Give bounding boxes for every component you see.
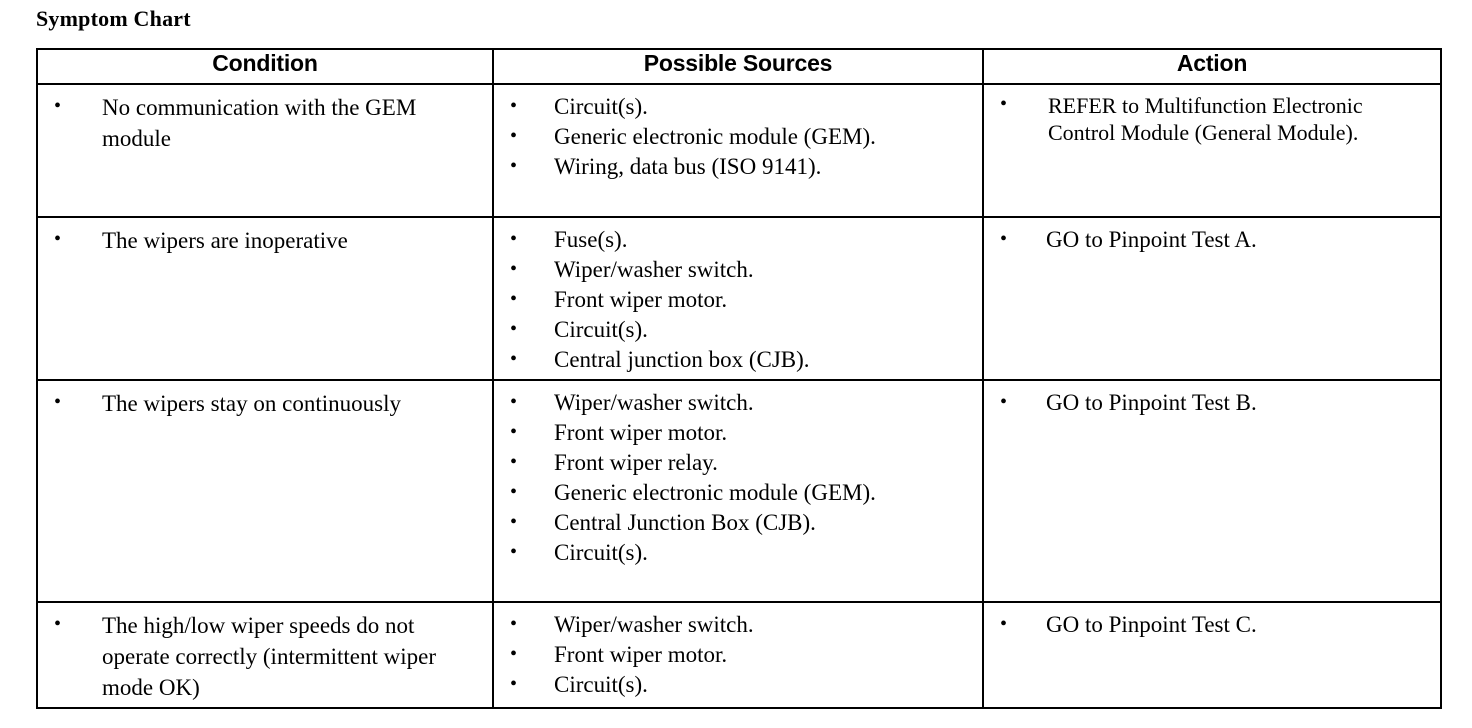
list-item: GO to Pinpoint Test C. [992,609,1432,640]
list-item: Wiper/washer switch. [502,254,974,285]
column-header-action: Action [982,48,1442,85]
list-item: The wipers are inoperative [46,224,484,256]
action-list: GO to Pinpoint Test C. [992,609,1432,640]
action-list: REFER to Multifunction Electronic Contro… [992,91,1432,146]
table-header: Condition Possible Sources Action [36,48,1442,85]
table-row: No communication with the GEM module Cir… [36,83,1442,218]
condition-list: The wipers are inoperative [46,224,484,256]
column-header-condition: Condition [36,48,494,85]
cell-action: GO to Pinpoint Test C. [982,601,1442,709]
cell-condition: The wipers stay on continuously [36,379,494,603]
list-item: Fuse(s). [502,224,974,255]
list-item: Circuit(s). [502,669,974,700]
table-row: The wipers stay on continuously Wiper/wa… [36,379,1442,603]
list-item: No communication with the GEM module [46,91,484,154]
list-item: Front wiper motor. [502,284,974,315]
symptom-chart-table: Condition Possible Sources Action No com… [36,48,1442,709]
list-item: Wiring, data bus (ISO 9141). [502,151,974,182]
table-row: The high/low wiper speeds do not operate… [36,601,1442,709]
sources-list: Circuit(s). Generic electronic module (G… [502,91,974,182]
list-item: The wipers stay on continuously [46,387,484,419]
list-item: Front wiper motor. [502,639,974,670]
sources-list: Wiper/washer switch. Front wiper motor. … [502,387,974,568]
action-list: GO to Pinpoint Test B. [992,387,1432,418]
list-item: Circuit(s). [502,91,974,122]
cell-possible-sources: Wiper/washer switch. Front wiper motor. … [492,379,984,603]
list-item: Circuit(s). [502,537,974,568]
list-item: Central Junction Box (CJB). [502,507,974,538]
list-item: REFER to Multifunction Electronic Contro… [992,91,1432,146]
cell-action: GO to Pinpoint Test B. [982,379,1442,603]
table-body: No communication with the GEM module Cir… [36,83,1442,709]
list-item: Generic electronic module (GEM). [502,121,974,152]
list-item: Circuit(s). [502,314,974,345]
list-item: GO to Pinpoint Test B. [992,387,1432,418]
list-item: Central junction box (CJB). [502,344,974,375]
condition-list: The wipers stay on continuously [46,387,484,419]
cell-action: GO to Pinpoint Test A. [982,216,1442,381]
action-list: GO to Pinpoint Test A. [992,224,1432,255]
cell-condition: The high/low wiper speeds do not operate… [36,601,494,709]
page-title: Symptom Chart [36,6,191,31]
list-item: Wiper/washer switch. [502,387,974,418]
list-item: GO to Pinpoint Test A. [992,224,1432,255]
list-item: Front wiper relay. [502,447,974,478]
sources-list: Fuse(s). Wiper/washer switch. Front wipe… [502,224,974,375]
list-item: Wiper/washer switch. [502,609,974,640]
cell-possible-sources: Circuit(s). Generic electronic module (G… [492,83,984,218]
table-row: The wipers are inoperative Fuse(s). Wipe… [36,216,1442,381]
sources-list: Wiper/washer switch. Front wiper motor. … [502,609,974,700]
list-item: Generic electronic module (GEM). [502,477,974,508]
cell-condition: No communication with the GEM module [36,83,494,218]
list-item: The high/low wiper speeds do not operate… [46,609,484,703]
condition-list: No communication with the GEM module [46,91,484,154]
cell-condition: The wipers are inoperative [36,216,494,381]
cell-possible-sources: Wiper/washer switch. Front wiper motor. … [492,601,984,709]
cell-action: REFER to Multifunction Electronic Contro… [982,83,1442,218]
list-item: Front wiper motor. [502,417,974,448]
condition-list: The high/low wiper speeds do not operate… [46,609,484,703]
cell-possible-sources: Fuse(s). Wiper/washer switch. Front wipe… [492,216,984,381]
table-header-row: Condition Possible Sources Action [36,48,1442,85]
column-header-possible-sources: Possible Sources [492,48,984,85]
